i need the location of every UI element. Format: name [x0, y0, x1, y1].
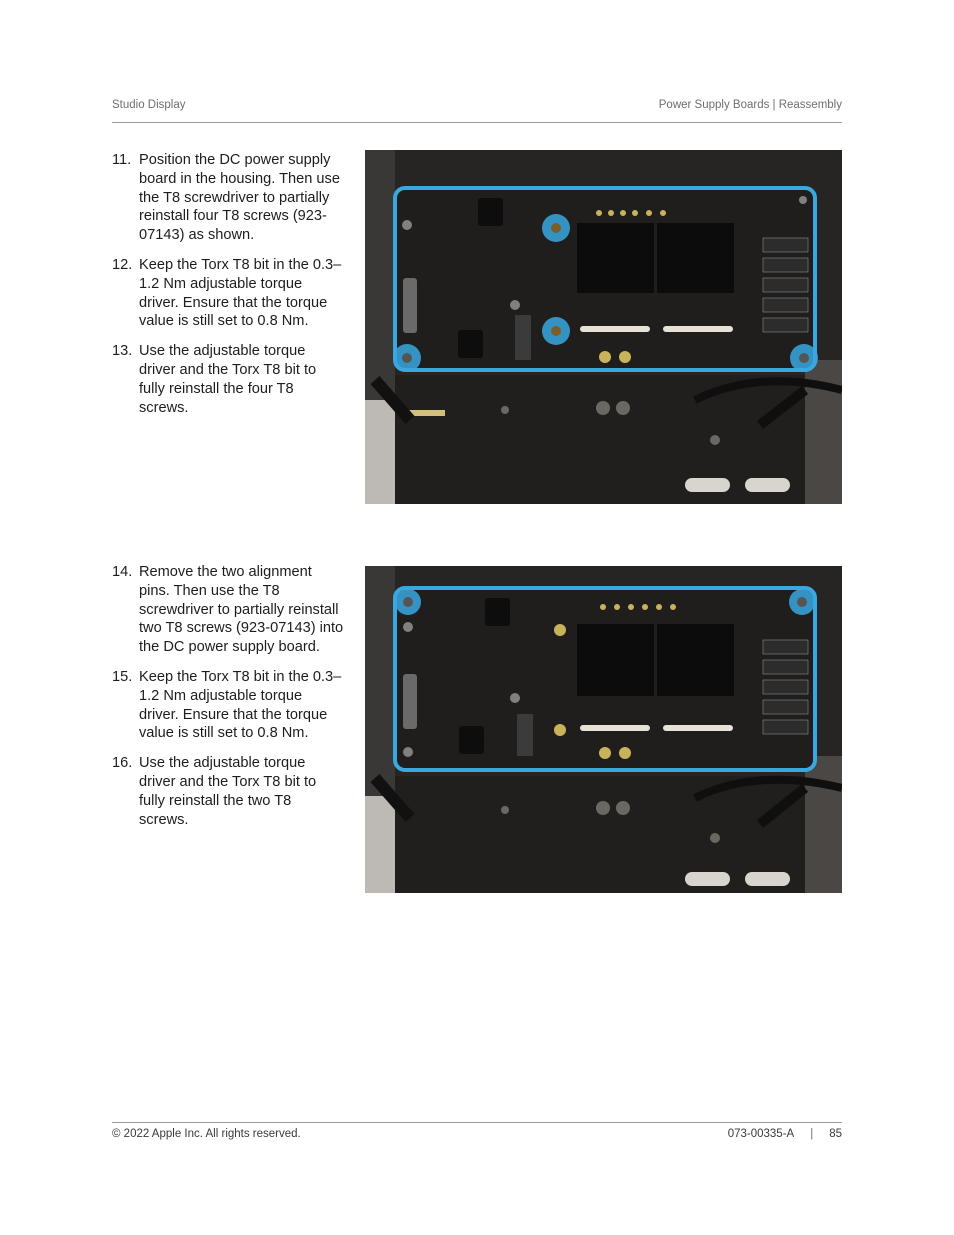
header-rule	[112, 122, 842, 123]
board-photo-1	[365, 150, 842, 504]
copyright: © 2022 Apple Inc. All rights reserved.	[112, 1128, 301, 1140]
document-title: Studio Display	[112, 99, 186, 111]
step-text: Remove the two alignment pins. Then use …	[139, 564, 344, 656]
step-item: 16. Use the adjustable torque driver and …	[112, 754, 344, 829]
step-item: 15. Keep the Torx T8 bit in the 0.3–1.2 N…	[112, 668, 344, 743]
footer-separator: |	[810, 1128, 814, 1140]
board-photo-2	[365, 566, 842, 893]
step-number: 16.	[112, 755, 133, 772]
steps-list-2: 14. Remove the two alignment pins. Then u…	[112, 563, 344, 840]
step-text: Position the DC power supply board in th…	[139, 152, 340, 244]
step-number: 11.	[112, 152, 132, 168]
step-number: 14.	[112, 564, 133, 580]
step-text: Keep the Torx T8 bit in the 0.3–1.2 Nm a…	[139, 256, 342, 330]
footer-right: 073-00335-A | 85	[728, 1128, 842, 1140]
step-item: 12. Keep the Torx T8 bit in the 0.3–1.2 N…	[112, 256, 344, 331]
highlighted-screws-2	[395, 589, 815, 615]
step-item: 13. Use the adjustable torque driver and …	[112, 342, 344, 417]
step-number: 12.	[112, 256, 133, 273]
step-number: 15.	[112, 668, 133, 685]
step-number: 13.	[112, 343, 133, 360]
step-text: Use the adjustable torque driver and the…	[139, 343, 317, 416]
highlighted-screws-1	[393, 214, 818, 372]
step-text: Keep the Torx T8 bit in the 0.3–1.2 Nm a…	[139, 668, 342, 742]
steps-list-1: 11. Position the DC power supply board in…	[112, 151, 344, 428]
footer-rule	[112, 1122, 842, 1123]
step-item: 11. Position the DC power supply board in…	[112, 151, 344, 245]
page-number: 85	[829, 1128, 842, 1140]
step-text: Use the adjustable torque driver and the…	[139, 755, 317, 828]
document-number: 073-00335-A	[727, 1128, 795, 1140]
section-title: Power Supply Boards | Reassembly	[658, 99, 842, 111]
step-item: 14. Remove the two alignment pins. Then u…	[112, 563, 344, 657]
